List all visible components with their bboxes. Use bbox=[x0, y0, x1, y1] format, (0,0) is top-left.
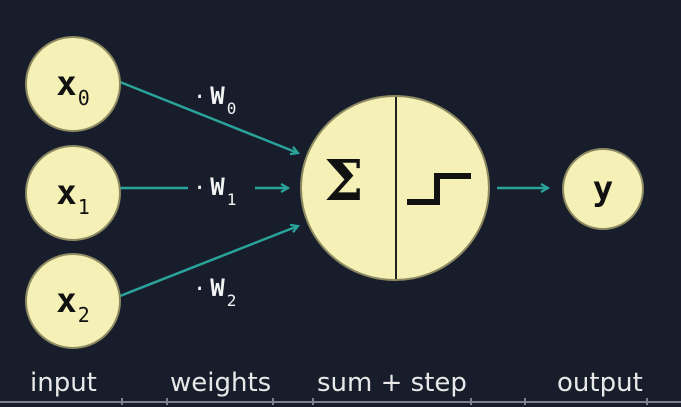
multiply-dot: · bbox=[193, 85, 207, 110]
weight-subscript: 1 bbox=[226, 190, 237, 209]
input-subscript: 0 bbox=[77, 86, 90, 110]
weight-var: W bbox=[210, 173, 225, 201]
baseline-tick bbox=[470, 398, 472, 405]
baseline-tick bbox=[646, 398, 648, 405]
weight-subscript: 0 bbox=[226, 99, 237, 118]
multiply-dot: · bbox=[193, 176, 207, 201]
neuron-divider bbox=[395, 97, 397, 279]
neuron-node: Σ bbox=[300, 95, 490, 281]
multiply-dot: · bbox=[193, 277, 207, 302]
baseline-tick bbox=[272, 398, 274, 405]
step-function-icon bbox=[407, 173, 471, 205]
sum-step-label: sum + step bbox=[317, 368, 467, 398]
arrow-x2-to-neuron bbox=[119, 226, 298, 298]
baseline-tick bbox=[524, 398, 526, 405]
weight-var: W bbox=[210, 82, 225, 110]
output-label: output bbox=[557, 368, 643, 398]
baseline-tick bbox=[121, 398, 123, 405]
arrow-x0-to-neuron bbox=[119, 80, 298, 153]
input-var: x bbox=[56, 281, 77, 321]
baseline-rule bbox=[0, 401, 681, 403]
output-var: y bbox=[592, 169, 614, 209]
input-var: x bbox=[56, 64, 77, 104]
baseline-tick bbox=[312, 398, 314, 405]
baseline-tick bbox=[166, 398, 168, 405]
weights-label: weights bbox=[170, 368, 272, 398]
input-subscript: 1 bbox=[77, 195, 90, 219]
input-subscript: 2 bbox=[77, 303, 90, 327]
input-var: x bbox=[56, 173, 77, 213]
weight-subscript: 2 bbox=[226, 291, 237, 310]
input-label: input bbox=[30, 368, 97, 398]
output-node-y: y bbox=[562, 148, 644, 230]
sum-symbol: Σ bbox=[324, 148, 364, 214]
weight-var: W bbox=[210, 274, 225, 302]
